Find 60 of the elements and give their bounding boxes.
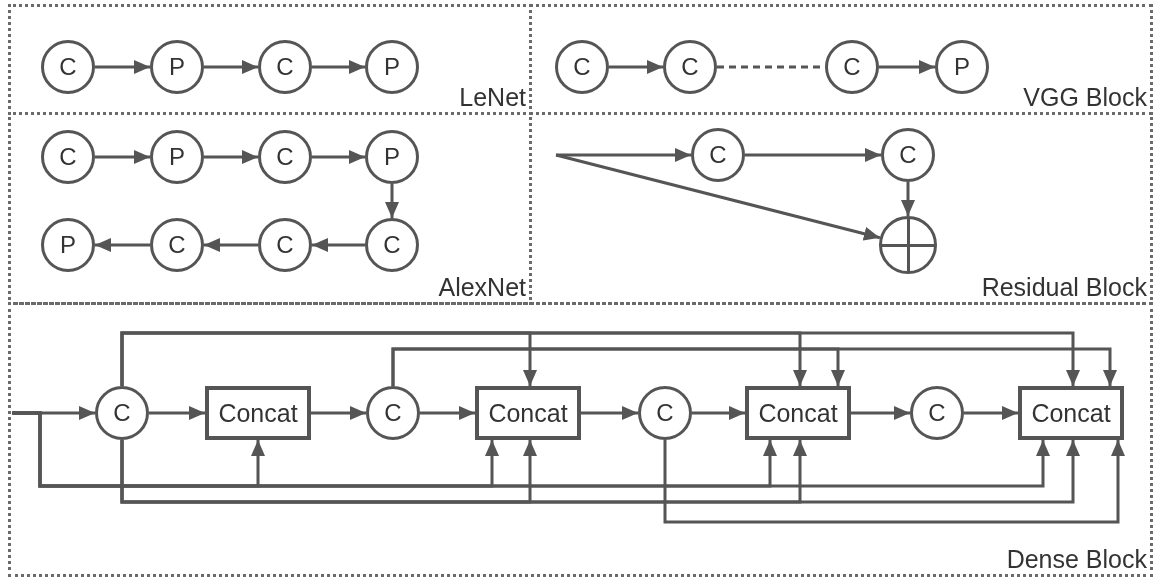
arrow — [851, 406, 910, 420]
layer-node: C — [95, 386, 149, 440]
layer-node: C — [258, 130, 312, 184]
panel-title: Dense Block — [1006, 544, 1147, 574]
arrow — [95, 60, 150, 74]
layer-node: C — [555, 40, 609, 94]
arrow — [391, 347, 1117, 386]
arrow — [204, 150, 258, 164]
arrow — [555, 153, 881, 241]
arrow — [95, 150, 150, 164]
arrow — [385, 184, 399, 218]
arrow — [964, 406, 1018, 420]
arrow — [311, 406, 366, 420]
layer-node: C — [638, 386, 692, 440]
layer-node: C — [258, 40, 312, 94]
dotted-panel — [8, 302, 1153, 577]
sum-node — [879, 216, 937, 274]
layer-node: C — [910, 386, 964, 440]
arrow — [204, 60, 258, 74]
arrow — [609, 60, 663, 74]
arrow — [879, 60, 935, 74]
layer-node: C — [258, 218, 312, 272]
panel-title: LeNet — [459, 82, 526, 112]
panel-title: AlexNet — [438, 272, 526, 302]
arrow — [420, 406, 475, 420]
arrow — [745, 148, 881, 162]
arrow — [12, 411, 1050, 488]
layer-node: C — [366, 386, 420, 440]
arrow — [95, 238, 150, 252]
layer-node: P — [365, 130, 419, 184]
layer-node: P — [41, 218, 95, 272]
concat-box: Concat — [475, 386, 581, 440]
panel-title: VGG Block — [1023, 82, 1147, 112]
layer-node: C — [150, 218, 204, 272]
arrow — [312, 60, 365, 74]
layer-node: P — [365, 40, 419, 94]
arrow — [312, 150, 365, 164]
arrow — [312, 238, 365, 252]
layer-node: C — [691, 128, 745, 182]
arrow — [901, 182, 915, 216]
concat-box: Concat — [745, 386, 851, 440]
layer-node: P — [150, 40, 204, 94]
arrow — [120, 440, 1080, 504]
panel-title: Residual Block — [981, 272, 1147, 302]
layer-node: C — [825, 40, 879, 94]
arrow — [204, 238, 258, 252]
layer-node: C — [881, 128, 935, 182]
layer-node: P — [935, 40, 989, 94]
concat-box: Concat — [205, 386, 311, 440]
layer-node: C — [41, 130, 95, 184]
arrow — [120, 331, 1080, 386]
arrow — [581, 406, 638, 420]
layer-node: C — [663, 40, 717, 94]
arrow — [663, 440, 1125, 524]
arrow — [149, 406, 205, 420]
concat-box: Concat — [1018, 386, 1124, 440]
layer-node: C — [365, 218, 419, 272]
arrow — [692, 406, 745, 420]
layer-node: C — [41, 40, 95, 94]
layer-node: P — [150, 130, 204, 184]
